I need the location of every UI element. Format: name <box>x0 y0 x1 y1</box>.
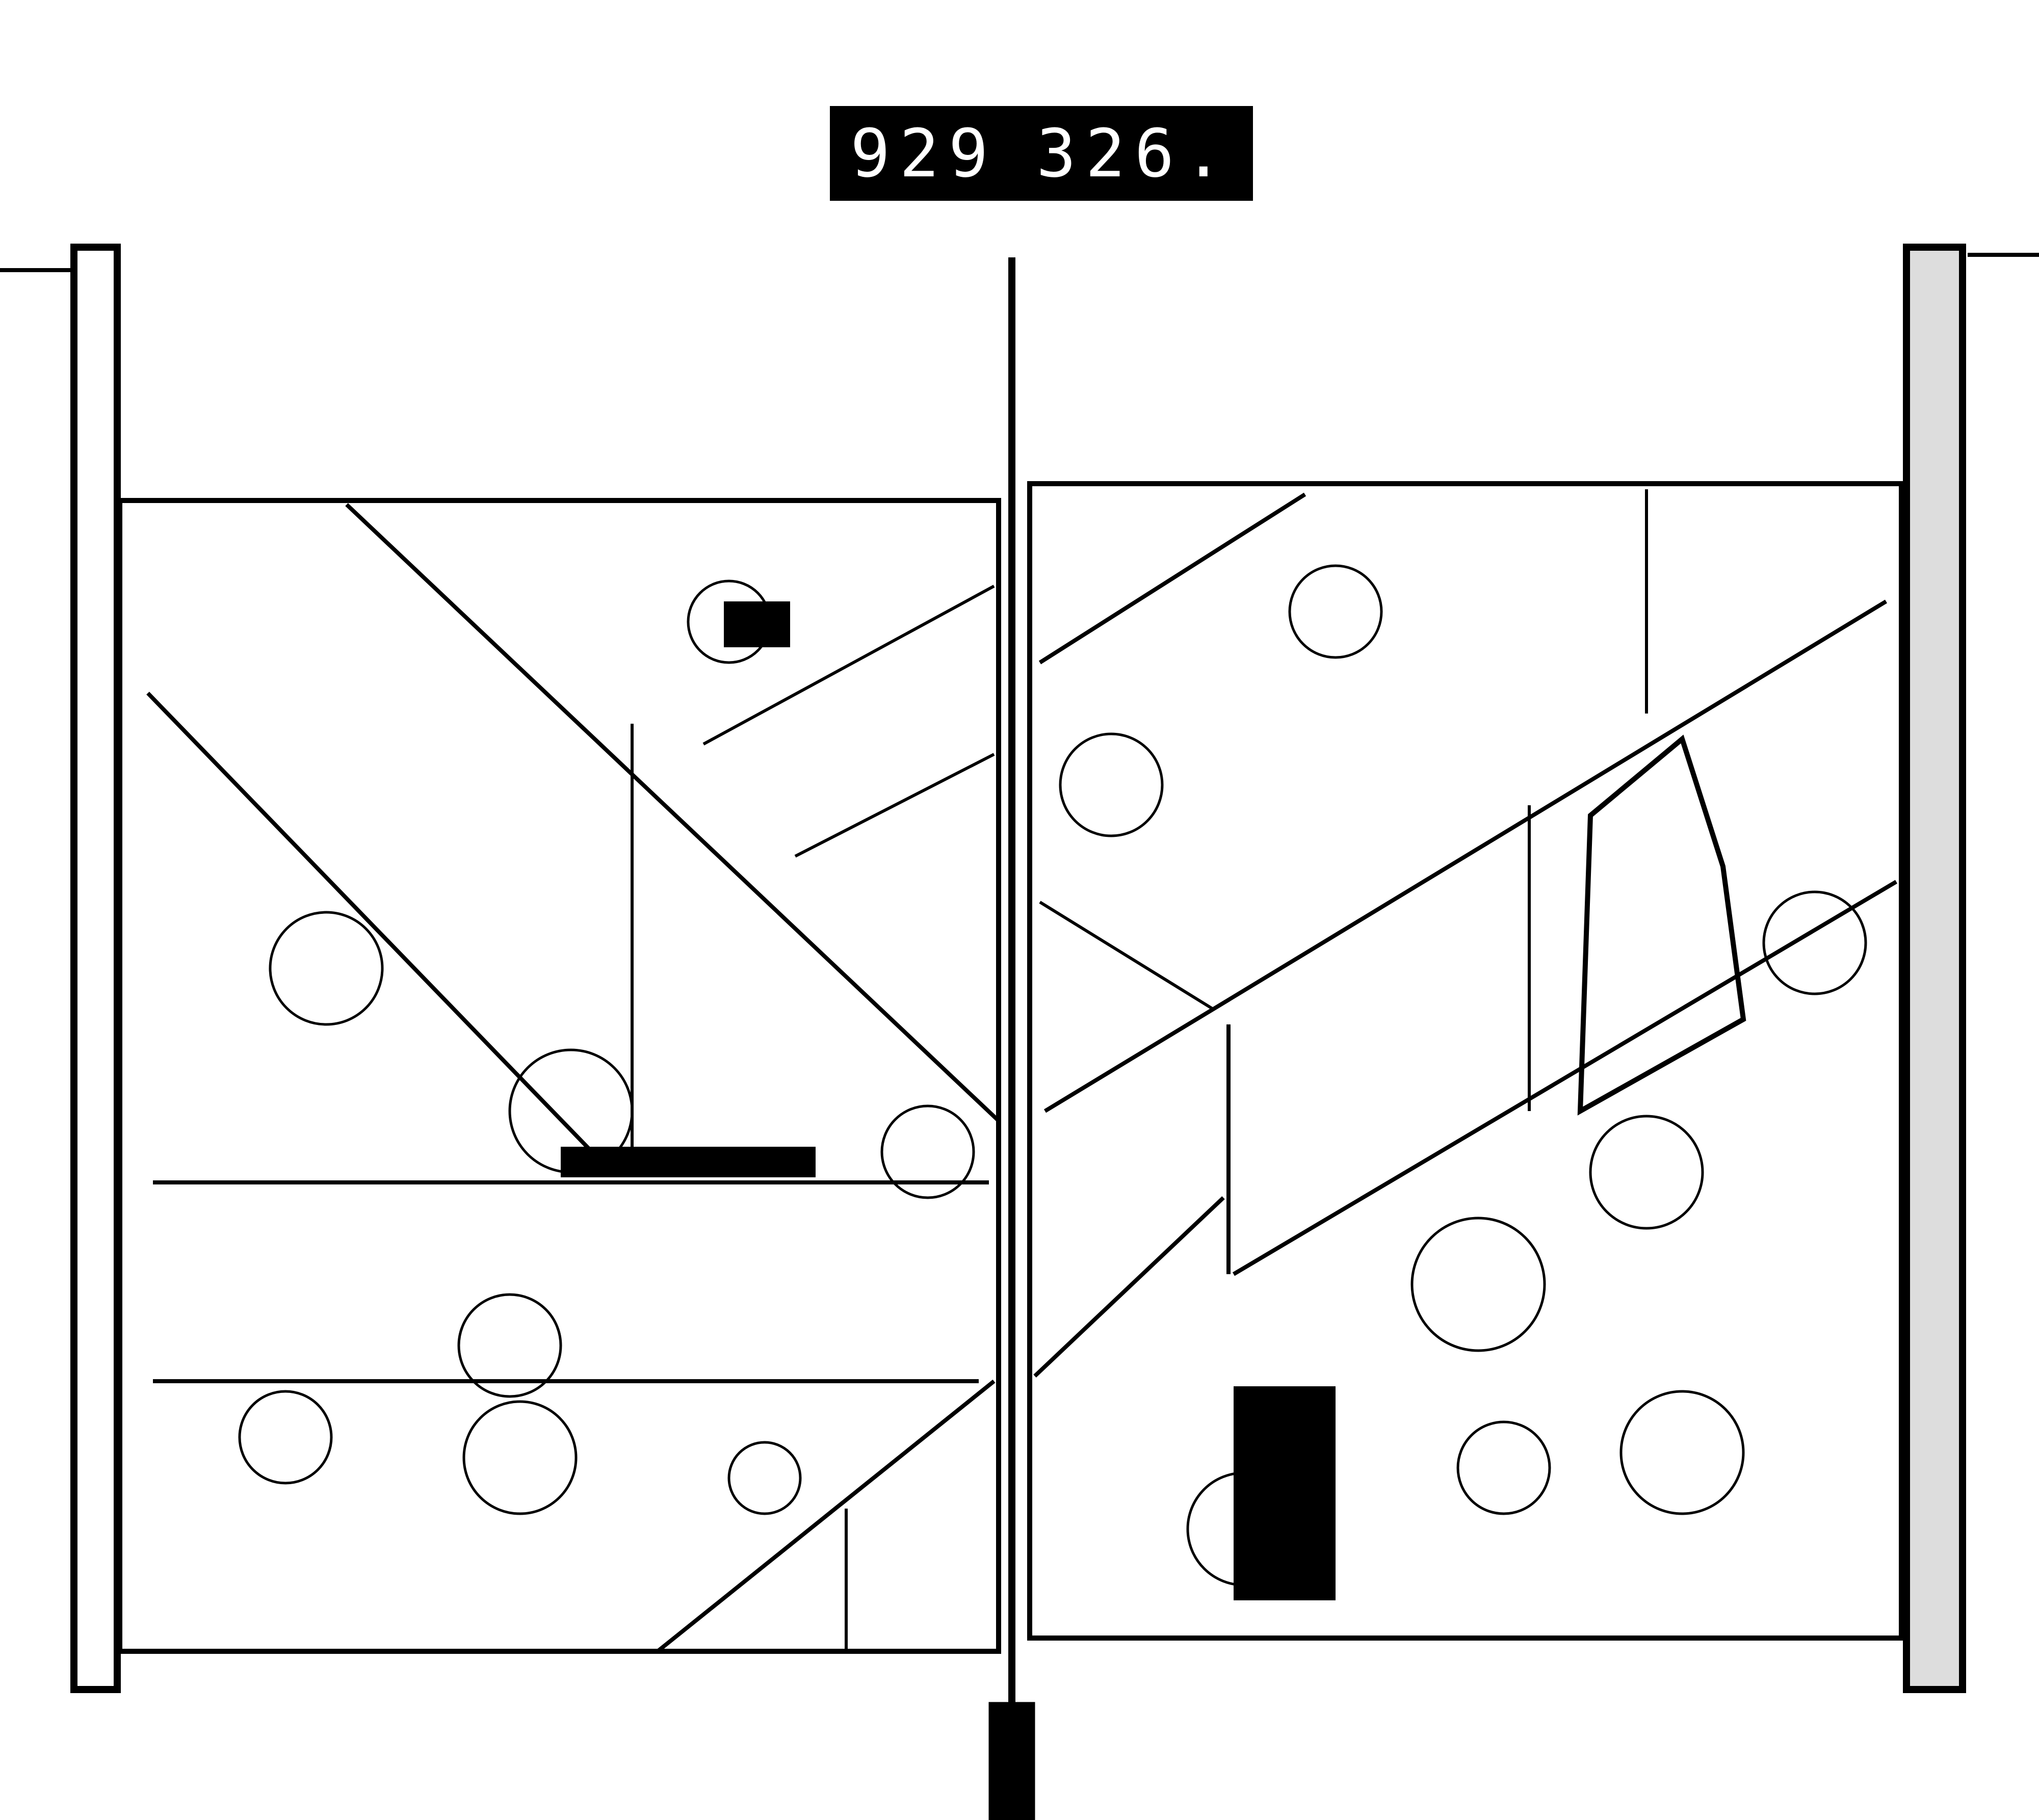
right-binding-strip <box>1903 244 1966 1693</box>
catalog-number-left: 929 <box>850 115 998 192</box>
left-illustration-panel <box>117 498 1001 1654</box>
right-illustration-panel <box>1027 481 1904 1641</box>
catalog-number-right: 326. <box>1036 115 1233 192</box>
left-binding-strip <box>70 244 121 1693</box>
gutter-shadow <box>988 1702 1035 1820</box>
catalog-number-label: 929 326. <box>830 106 1253 201</box>
